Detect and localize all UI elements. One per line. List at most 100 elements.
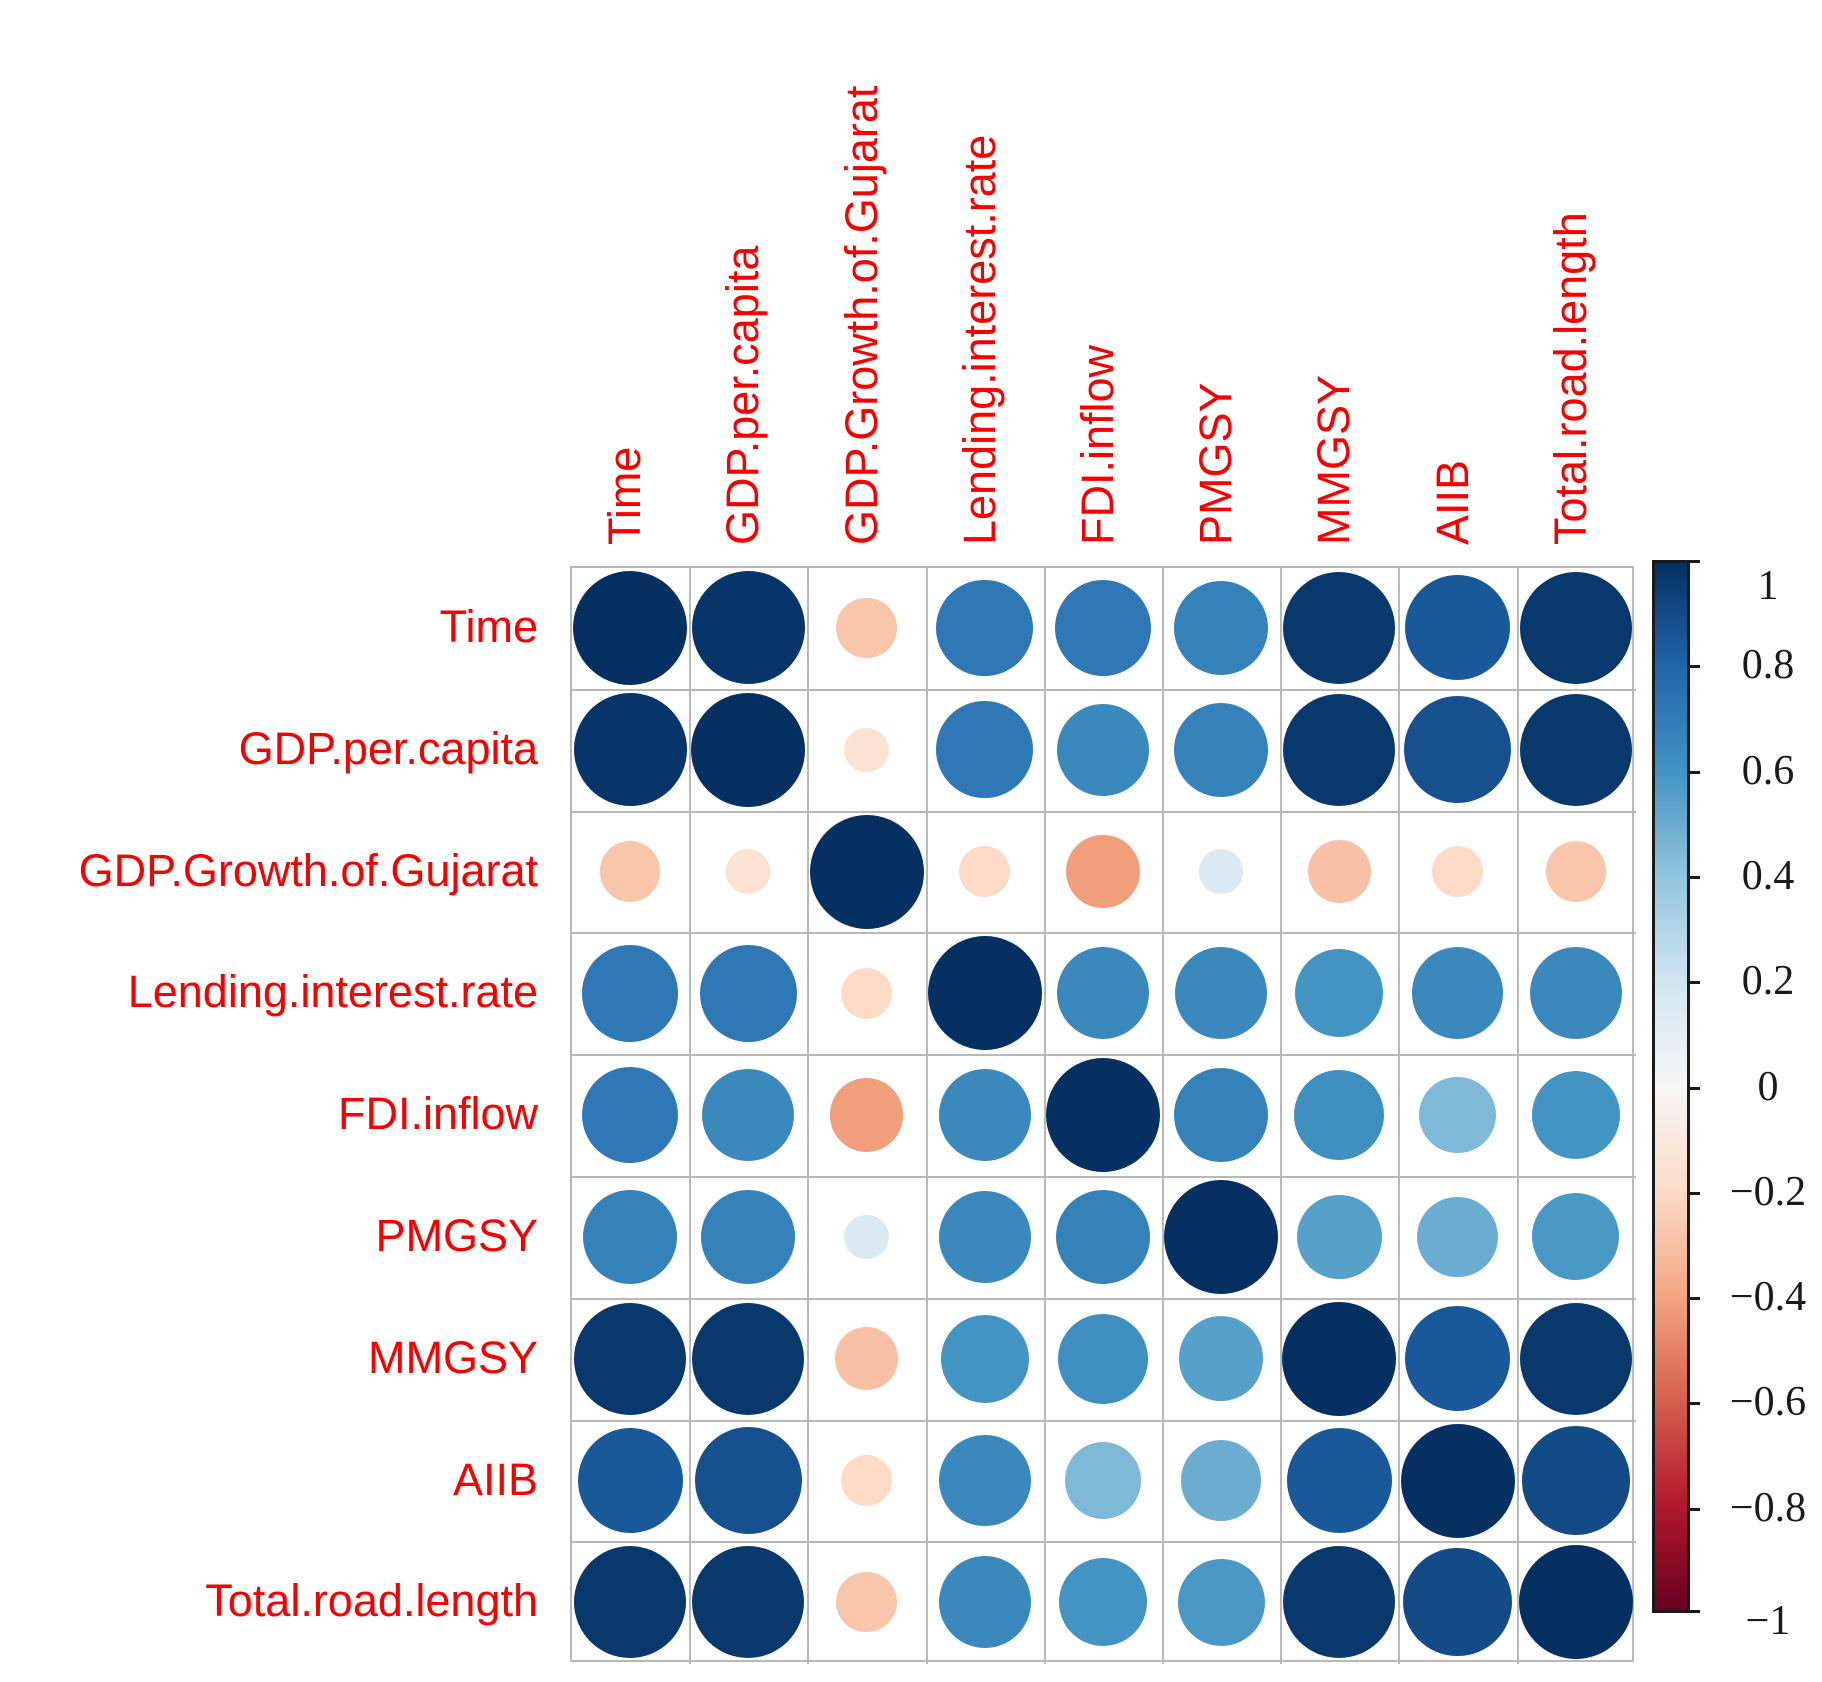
correlation-circle bbox=[1297, 1194, 1382, 1280]
correlation-circle bbox=[1404, 575, 1511, 681]
column-label: Total.road.length bbox=[1544, 212, 1596, 545]
colorbar-tick-label: 1 bbox=[1757, 563, 1779, 609]
correlation-circle bbox=[1178, 1316, 1264, 1401]
row-label: GDP.per.capita bbox=[238, 722, 538, 774]
correlation-circle bbox=[1174, 1068, 1269, 1163]
colorbar-tick bbox=[1690, 1507, 1700, 1511]
correlation-circle bbox=[835, 1327, 898, 1390]
colorbar-tick-label: −0.4 bbox=[1729, 1274, 1807, 1321]
colorbar-tick bbox=[1690, 1086, 1700, 1090]
correlation-circle bbox=[1419, 1076, 1496, 1154]
correlation-circle bbox=[1058, 1313, 1148, 1404]
correlation-circle bbox=[1308, 840, 1371, 903]
column-label: GDP.Growth.of.Gujarat bbox=[835, 85, 887, 545]
grid-line-horizontal bbox=[572, 1054, 1636, 1057]
colorbar-tick bbox=[1690, 770, 1700, 774]
correlation-circle bbox=[1054, 579, 1152, 677]
correlation-circle bbox=[691, 692, 806, 807]
correlation-circle bbox=[1058, 1558, 1148, 1647]
colorbar-tick bbox=[1690, 875, 1700, 879]
correlation-circle bbox=[940, 1314, 1029, 1403]
matrix-grid bbox=[570, 566, 1636, 1665]
row-label: Time bbox=[439, 600, 538, 652]
column-label: MMGSY bbox=[1308, 374, 1360, 545]
correlation-circle bbox=[702, 1069, 795, 1162]
row-label: Lending.interest.rate bbox=[127, 966, 538, 1018]
correlation-circle bbox=[1404, 1306, 1511, 1412]
correlation-circle bbox=[573, 1546, 687, 1659]
correlation-circle bbox=[1180, 1440, 1262, 1521]
column-label: Lending.interest.rate bbox=[953, 134, 1005, 545]
correlation-circle bbox=[1519, 693, 1632, 806]
colorbar-tick-label: 0.2 bbox=[1741, 958, 1795, 1005]
correlation-circle bbox=[1174, 580, 1269, 675]
column-label: FDI.inflow bbox=[1071, 344, 1123, 545]
correlation-circle bbox=[938, 1069, 1031, 1162]
correlation-circle bbox=[577, 1427, 683, 1534]
correlation-circle bbox=[1175, 947, 1268, 1040]
correlation-circle bbox=[573, 570, 688, 685]
correlation-circle bbox=[927, 936, 1042, 1051]
correlation-circle bbox=[1411, 947, 1504, 1040]
correlation-circle bbox=[836, 597, 897, 659]
correlation-circle bbox=[1045, 1058, 1160, 1173]
grid-line-vertical bbox=[689, 568, 692, 1665]
column-label: PMGSY bbox=[1190, 382, 1242, 545]
correlation-circle bbox=[692, 1302, 805, 1415]
column-label: Time bbox=[599, 446, 651, 545]
colorbar-tick-label: 0.8 bbox=[1741, 642, 1795, 689]
row-label: Total.road.length bbox=[205, 1575, 538, 1627]
correlation-circle bbox=[1518, 1545, 1633, 1660]
correlation-circle bbox=[1403, 1548, 1512, 1657]
correlation-circle bbox=[1532, 1193, 1620, 1281]
correlation-circle bbox=[691, 571, 805, 685]
grid-line-horizontal bbox=[572, 688, 1636, 691]
correlation-circle bbox=[1164, 1179, 1279, 1294]
colorbar-tick bbox=[1690, 1191, 1700, 1195]
correlation-circle bbox=[841, 967, 892, 1019]
correlation-circle bbox=[599, 841, 661, 902]
row-label: MMGSY bbox=[367, 1331, 538, 1383]
correlation-circle bbox=[1056, 703, 1149, 796]
correlation-circle bbox=[1400, 1423, 1515, 1538]
colorbar-tick bbox=[1690, 560, 1700, 563]
correlation-circle bbox=[583, 1189, 678, 1284]
colorbar-tick-label: 0.4 bbox=[1741, 852, 1795, 899]
correlation-circle bbox=[938, 1190, 1031, 1283]
row-label: AIIB bbox=[452, 1453, 538, 1505]
correlation-circle bbox=[1065, 834, 1140, 909]
colorbar-tick bbox=[1690, 1402, 1700, 1406]
correlation-circle bbox=[844, 727, 889, 772]
grid-line-horizontal bbox=[572, 1297, 1636, 1300]
correlation-circle bbox=[938, 1434, 1031, 1527]
correlation-circle bbox=[581, 944, 679, 1042]
correlation-circle bbox=[829, 1078, 904, 1153]
correlation-circle bbox=[1432, 846, 1483, 897]
grid-line-horizontal bbox=[572, 932, 1636, 935]
grid-line-vertical bbox=[1398, 568, 1401, 1665]
grid-line-horizontal bbox=[572, 810, 1636, 813]
row-label: FDI.inflow bbox=[337, 1088, 538, 1140]
correlation-circle bbox=[694, 1427, 802, 1534]
correlation-circle bbox=[1404, 696, 1511, 804]
correlation-circle bbox=[1529, 947, 1622, 1040]
colorbar-tick-label: −0.8 bbox=[1729, 1484, 1807, 1531]
correlation-circle bbox=[1417, 1196, 1498, 1278]
correlation-circle bbox=[1295, 949, 1384, 1038]
correlation-circle bbox=[699, 944, 797, 1042]
correlation-circle bbox=[1199, 849, 1244, 894]
correlation-circle bbox=[1056, 947, 1149, 1040]
correlation-circle bbox=[1283, 1546, 1396, 1659]
colorbar-tick-label: −1 bbox=[1745, 1598, 1791, 1644]
correlation-circle bbox=[701, 1189, 796, 1284]
correlation-circle bbox=[573, 1302, 687, 1415]
correlation-circle bbox=[959, 846, 1011, 897]
correlation-circle bbox=[1283, 693, 1396, 806]
correlation-circle bbox=[836, 1572, 897, 1633]
colorbar-tick-label: −0.6 bbox=[1729, 1379, 1807, 1426]
grid-line-horizontal bbox=[572, 1541, 1636, 1544]
grid-line-horizontal bbox=[572, 1419, 1636, 1422]
grid-line-vertical bbox=[807, 568, 810, 1665]
correlation-circle bbox=[1531, 1070, 1620, 1160]
correlation-circle bbox=[1521, 1426, 1630, 1535]
